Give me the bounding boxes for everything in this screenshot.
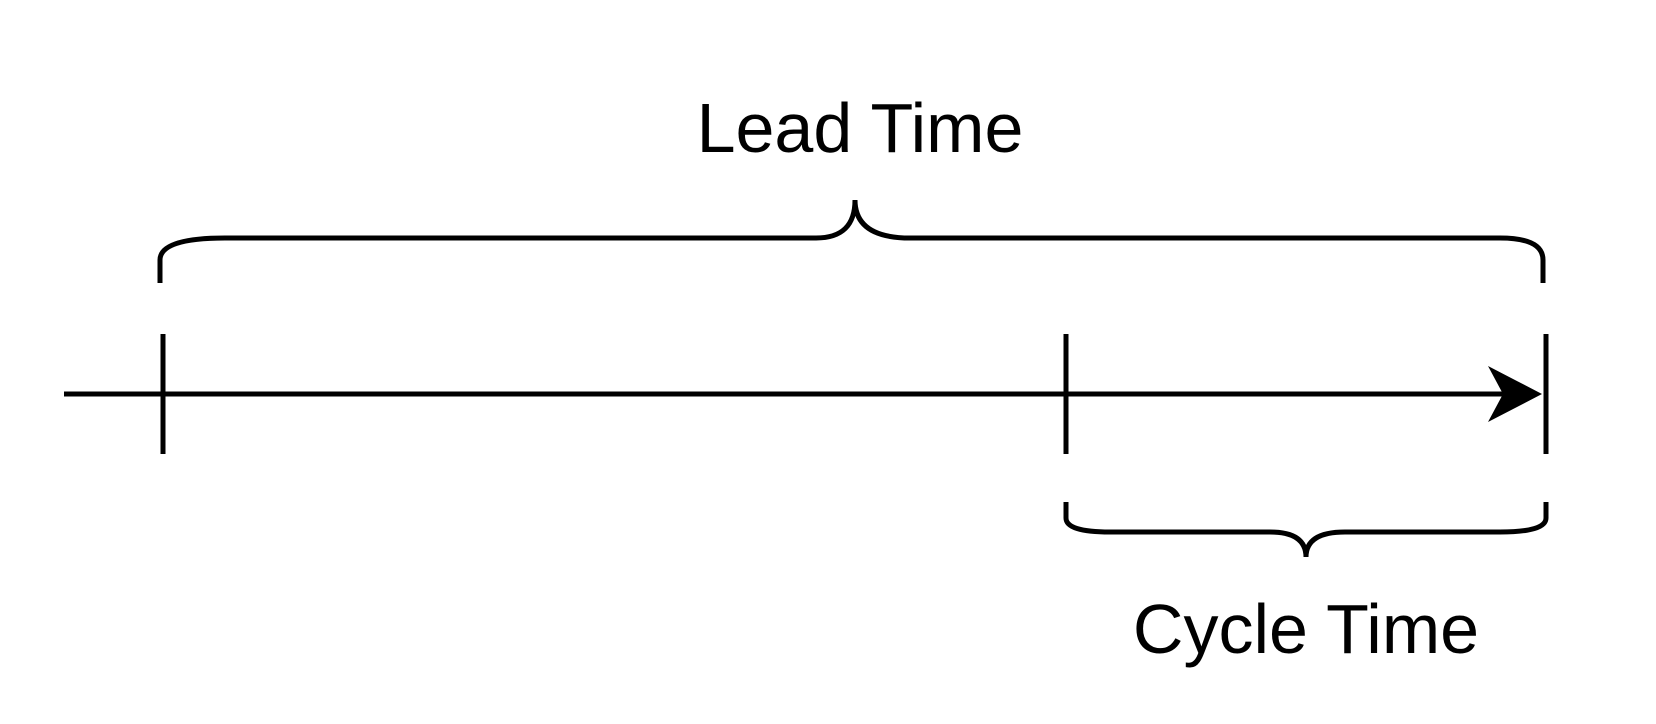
cycle-time-label: Cycle Time [1133,590,1479,668]
lead-time-brace [157,199,1546,283]
lead-time-label: Lead Time [697,89,1024,167]
timeline-arrowhead [1488,366,1542,422]
cycle-time-brace [1063,502,1549,558]
